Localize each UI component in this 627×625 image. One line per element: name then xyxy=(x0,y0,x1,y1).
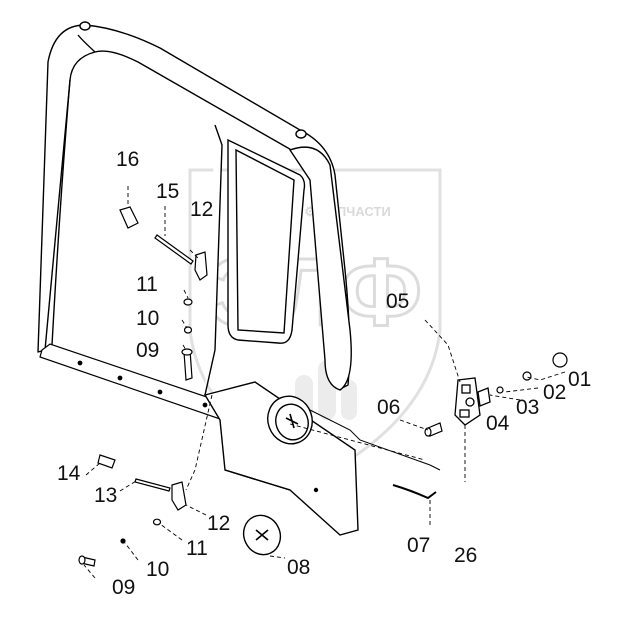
watermark-crop-icon xyxy=(295,360,357,420)
lock-assembly xyxy=(454,377,491,426)
callout-10-upper: 10 xyxy=(136,307,159,330)
callout-06: 06 xyxy=(377,396,400,419)
callout-03: 03 xyxy=(516,396,539,419)
callout-12-lower: 12 xyxy=(207,512,230,535)
callout-16: 16 xyxy=(116,148,139,171)
cover-disk xyxy=(242,514,282,556)
callout-08: 08 xyxy=(287,556,310,579)
callout-15: 15 xyxy=(156,180,179,203)
callout-14: 14 xyxy=(57,462,81,485)
callout-09-lower: 09 xyxy=(112,576,135,599)
callout-05: 05 xyxy=(386,290,409,313)
connector-lines xyxy=(309,409,441,471)
door-glass xyxy=(227,138,306,344)
callout-11-upper: 11 xyxy=(136,273,158,296)
hardware-parts xyxy=(78,206,568,567)
callout-11-lower: 11 xyxy=(186,537,208,560)
callout-10-lower: 10 xyxy=(146,558,169,581)
callout-04: 04 xyxy=(486,412,510,435)
leader-lines xyxy=(83,186,566,579)
callout-12-upper: 12 xyxy=(190,198,213,221)
callout-13: 13 xyxy=(94,484,117,507)
callout-09-upper: 09 xyxy=(136,339,159,362)
callout-02: 02 xyxy=(543,381,566,404)
callout-26: 26 xyxy=(454,544,477,567)
door-frame xyxy=(37,21,352,396)
callouts: 16 15 12 11 10 09 05 01 02 03 04 06 07 2… xyxy=(57,148,591,599)
callout-07: 07 xyxy=(407,534,430,557)
handle-disk xyxy=(267,395,313,445)
callout-01: 01 xyxy=(568,368,591,391)
